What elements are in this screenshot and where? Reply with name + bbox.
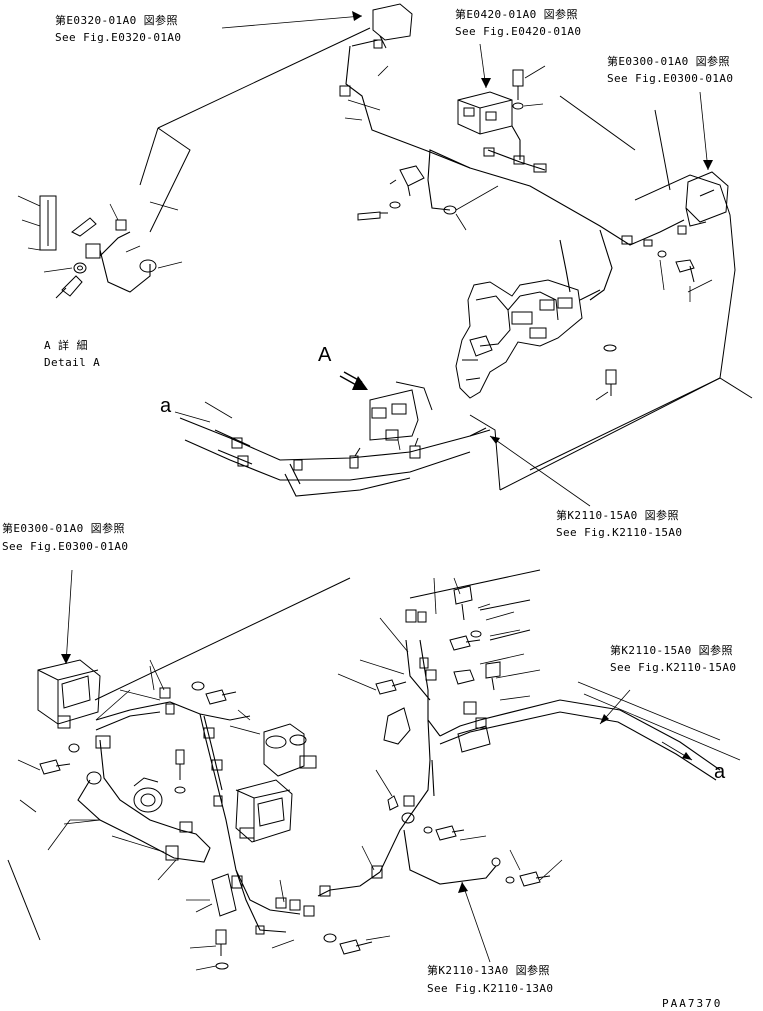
ref-k2110-15-top-en: See Fig.K2110-15A0 (556, 526, 683, 539)
view-a-label: A (318, 344, 332, 366)
ref-k2110-15-top-jp: 第K2110-15A0 図参照 (556, 509, 679, 522)
bracket-assembly (369, 381, 433, 451)
horn-bottom (263, 723, 317, 777)
bolt-top-center (512, 65, 546, 110)
bottom-harness-left (77, 687, 337, 943)
bottom-bolts-right (375, 585, 551, 887)
bottom-harness-right (317, 609, 721, 897)
ref-e0300-top-jp: 第E0300-01A0 図参照 (607, 55, 730, 68)
ref-k2110-13-jp: 第K2110-13A0 図参照 (427, 964, 550, 977)
ref-e0300-bottom-jp: 第E0300-01A0 図参照 (2, 522, 125, 535)
ref-e0320-en: See Fig.E0320-01A0 (55, 31, 182, 44)
main-harness-bundle (179, 401, 491, 497)
ref-k2110-13-en: See Fig.K2110-13A0 (427, 982, 554, 995)
clip-group-center (357, 165, 499, 231)
detail-a-en: Detail A (44, 356, 101, 369)
ref-e0300-bottom-en: See Fig.E0300-01A0 (2, 540, 129, 553)
machine-body-outline (139, 27, 753, 491)
lamp-bottom-left (37, 659, 101, 729)
bottom-leader-lines (17, 569, 741, 971)
cab-frame-outline (7, 569, 541, 941)
lamp-rear-top (372, 3, 413, 49)
top-harness (339, 39, 687, 301)
lamp-bottom-center (235, 779, 293, 843)
bottom-bolts-left (39, 681, 373, 970)
ref-e0300-top-en: See Fig.E0300-01A0 (607, 72, 734, 85)
connection-a-bottom: a (714, 761, 726, 783)
switch-round (133, 777, 163, 813)
bolt-right-top (659, 259, 713, 302)
ref-e0320-jp: 第E0320-01A0 図参照 (55, 14, 178, 27)
top-leader-lines (174, 11, 713, 507)
detail-a-view (17, 195, 183, 299)
drawing-number: PAA7370 (662, 997, 723, 1010)
ref-k2110-15-right-en: See Fig.K2110-15A0 (610, 661, 737, 674)
detail-a-jp: A 詳 細 (44, 339, 88, 352)
view-arrow-a (339, 371, 368, 390)
control-valve-assembly (455, 279, 601, 399)
ref-e0420-jp: 第E0420-01A0 図参照 (455, 8, 578, 21)
ref-e0420-en: See Fig.E0420-01A0 (455, 25, 582, 38)
lamp-right-top (685, 171, 729, 227)
ref-k2110-15-right-jp: 第K2110-15A0 図参照 (610, 644, 733, 657)
bolt-right-mid (595, 344, 617, 401)
connection-a-top: a (160, 395, 172, 417)
relay-box-top (457, 91, 513, 135)
